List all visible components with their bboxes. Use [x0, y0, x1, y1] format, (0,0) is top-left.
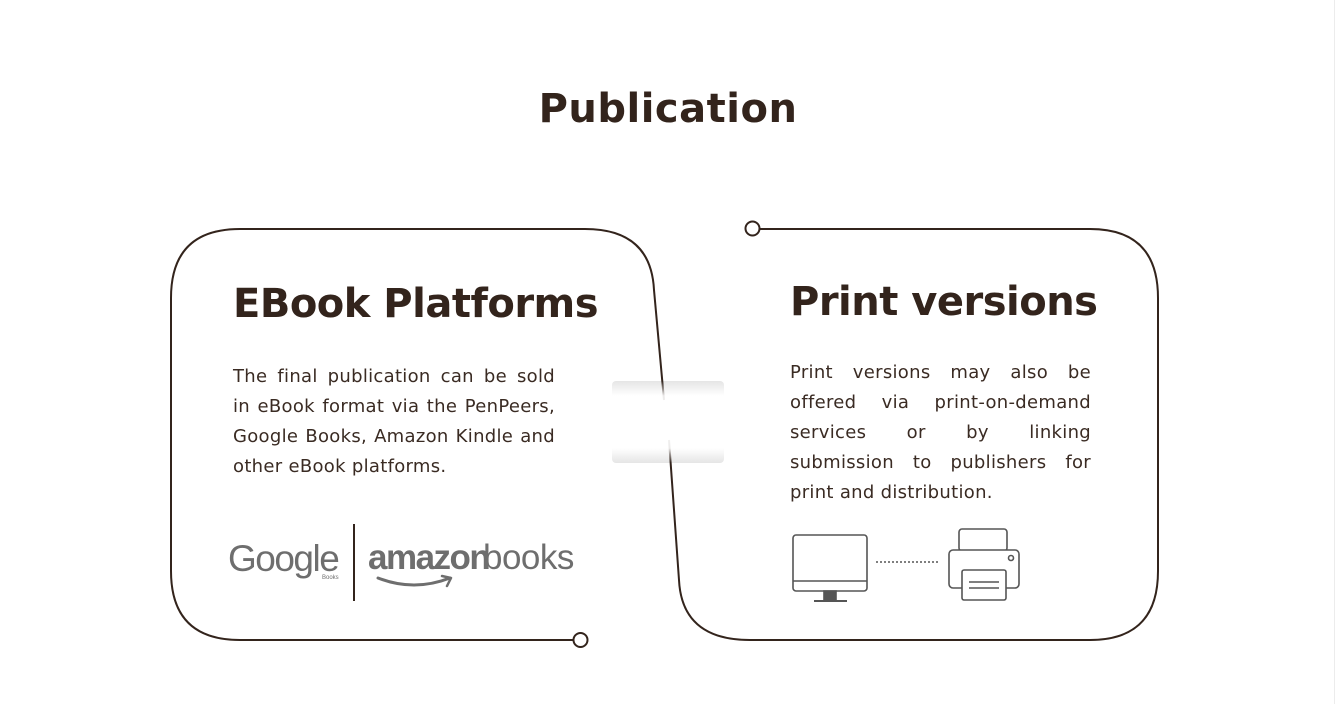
amazon-smile-icon	[376, 574, 453, 588]
print-card-connector-dot	[744, 220, 761, 237]
ebook-card-connector-dot	[572, 632, 589, 648]
platform-logos: Google Books amazon books	[226, 524, 586, 602]
monitor-icon	[792, 534, 868, 602]
logo-divider	[353, 524, 355, 601]
ebook-card-description: The final publication can be sold in eBo…	[233, 366, 555, 477]
printer-icon	[948, 528, 1020, 601]
google-books-tag: Books	[322, 575, 339, 581]
center-fade-band	[612, 381, 724, 463]
print-card-title: Print versions	[790, 279, 1098, 325]
print-illustration	[792, 528, 1020, 602]
books-wordmark: books	[483, 538, 574, 577]
print-card-outline	[668, 228, 1159, 641]
google-logo: Google	[228, 538, 340, 579]
amazon-logo: amazon	[368, 538, 491, 577]
ebook-card-outline	[170, 228, 665, 641]
print-card-description: Print versions may also be offered via p…	[790, 362, 1091, 503]
ebook-card-title: EBook Platforms	[233, 281, 599, 327]
page-title: Publication	[538, 86, 798, 132]
page-edge-line	[1334, 0, 1335, 704]
